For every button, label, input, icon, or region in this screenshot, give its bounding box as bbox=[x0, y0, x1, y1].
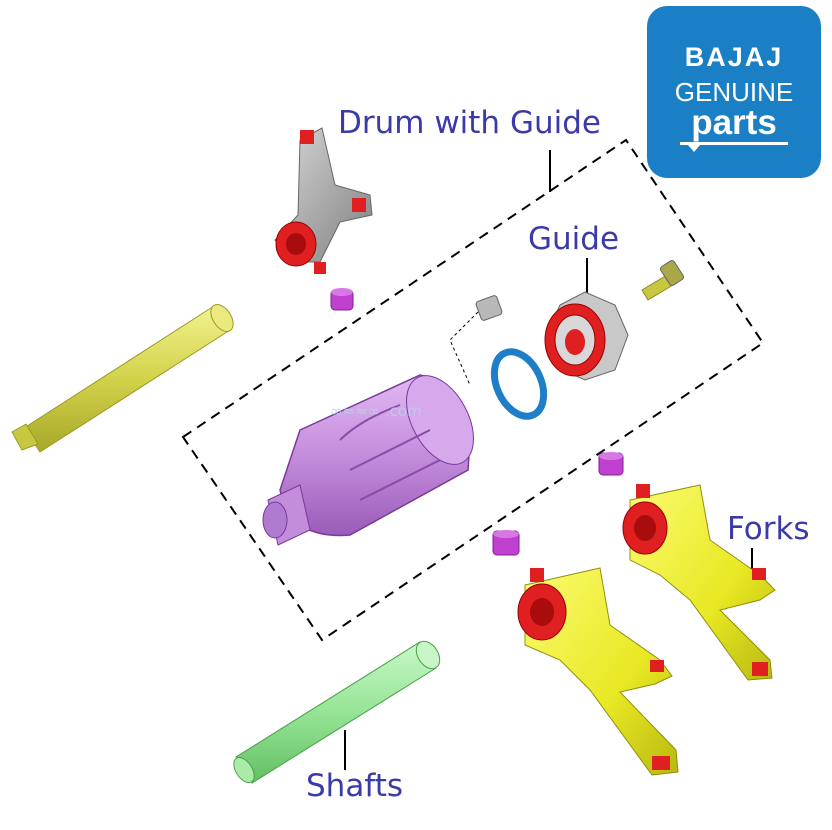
label-drum-with-guide: Drum with Guide bbox=[338, 105, 601, 141]
bushing-purple-1 bbox=[330, 288, 354, 311]
logo-underline-arrow bbox=[680, 142, 788, 152]
label-shafts: Shafts bbox=[306, 768, 403, 804]
fork-grey-top bbox=[274, 127, 373, 274]
bolt bbox=[641, 260, 685, 301]
o-ring-blue bbox=[490, 348, 548, 420]
fork-yellow-right bbox=[622, 484, 776, 681]
bushing-purple-2 bbox=[598, 452, 624, 476]
pin-grey bbox=[475, 295, 503, 321]
label-guide: Guide bbox=[528, 221, 620, 257]
shift-drum bbox=[262, 374, 474, 546]
guide-part bbox=[544, 291, 629, 381]
logo-line-genuine: GENUINE bbox=[674, 77, 794, 107]
fork-yellow-left bbox=[517, 567, 679, 776]
pin-connector-dashed bbox=[449, 311, 479, 386]
logo-line-parts: parts bbox=[691, 103, 777, 142]
bajaj-genuine-parts-logo: BAJAJ GENUINE parts bbox=[647, 6, 821, 178]
label-forks: Forks bbox=[727, 511, 810, 547]
shaft-olive bbox=[11, 303, 234, 453]
logo-brand: BAJAJ bbox=[684, 42, 784, 72]
shaft-green bbox=[233, 640, 441, 784]
watermark-text: ∞≈≈∞ .com bbox=[330, 402, 422, 420]
bushing-purple-3 bbox=[492, 530, 520, 556]
